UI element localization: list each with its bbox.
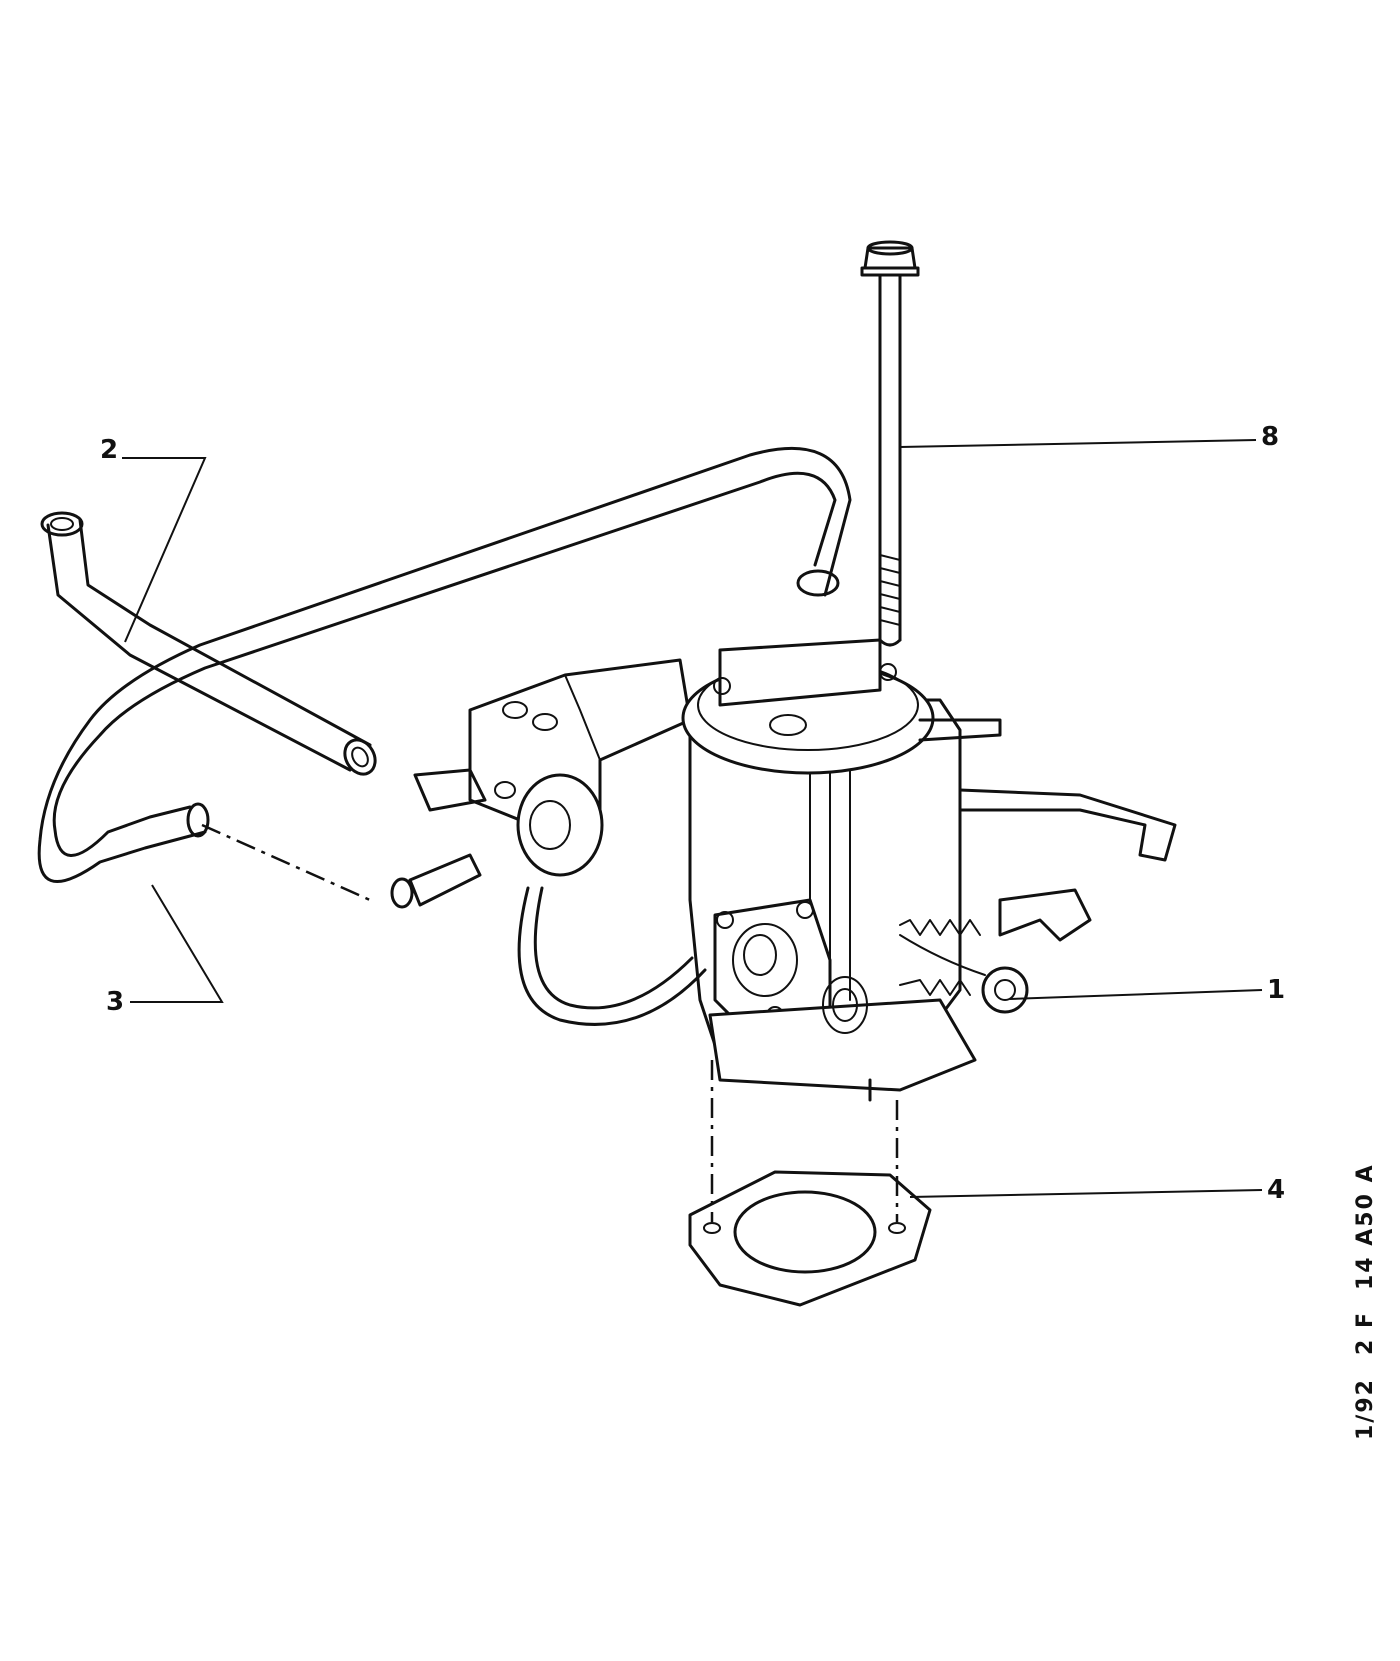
leader-lines xyxy=(122,439,1263,1198)
callout-1: 1 xyxy=(1267,975,1285,1005)
hose-3 xyxy=(37,447,852,884)
drawing-reference-code: 14 A50 A xyxy=(1353,1163,1378,1290)
callout-2: 2 xyxy=(100,435,118,465)
bolt-8 xyxy=(860,240,920,647)
callout-3: 3 xyxy=(106,987,124,1017)
leader-1 xyxy=(1009,989,1263,1000)
gasket-4 xyxy=(688,1170,932,1307)
callout-4: 4 xyxy=(1267,1175,1285,1205)
leader-8 xyxy=(899,439,1257,448)
callout-8: 8 xyxy=(1261,422,1279,452)
assembly-guide-lines xyxy=(201,823,899,1222)
variant-code: 2 F xyxy=(1353,1311,1378,1355)
hose-2 xyxy=(40,511,377,776)
side-reference-codes: 14 A50 A 2 F 1/92 xyxy=(1353,1163,1378,1440)
carburettor-body xyxy=(390,638,1177,1102)
leader-3 xyxy=(130,884,224,1003)
leader-2 xyxy=(122,457,207,643)
leader-4 xyxy=(909,1189,1263,1198)
date-code: 1/92 xyxy=(1353,1378,1378,1440)
